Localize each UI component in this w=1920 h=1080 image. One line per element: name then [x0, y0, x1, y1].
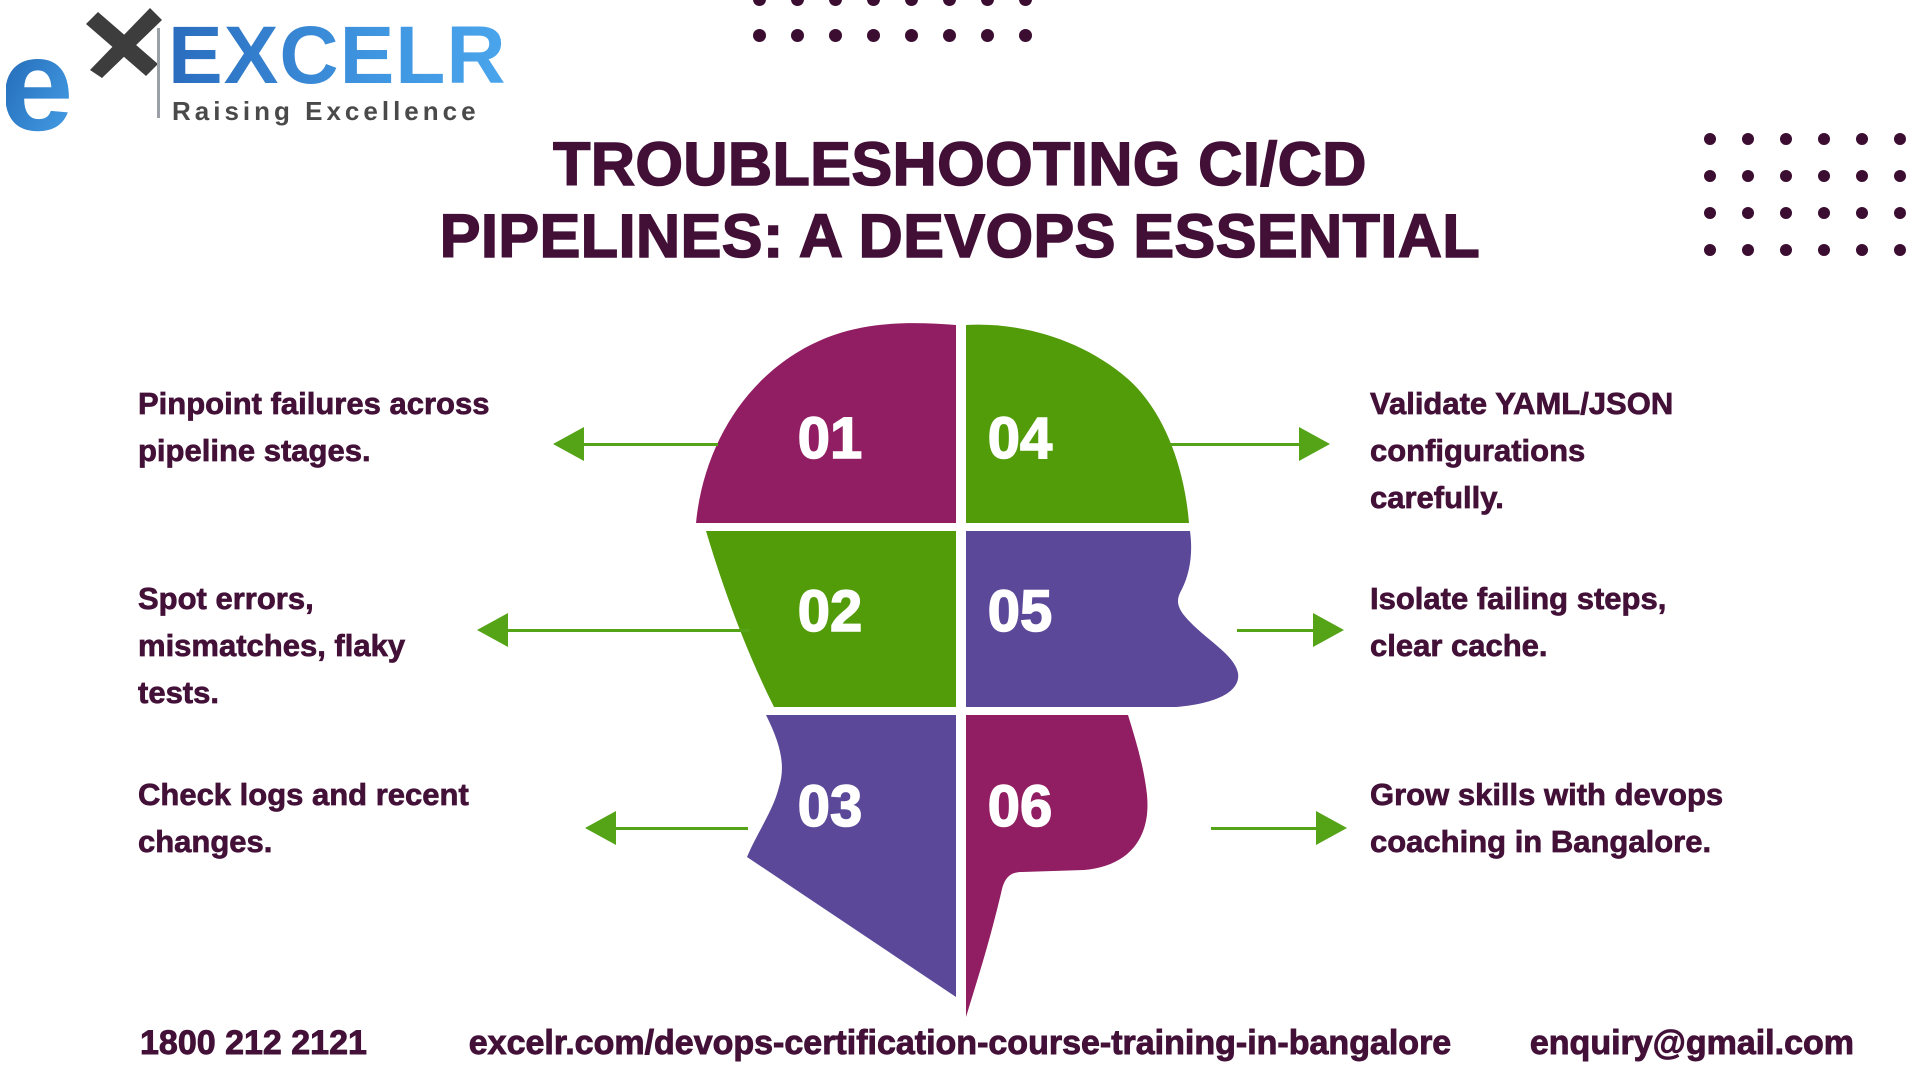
arrow-right-icon: [1211, 811, 1347, 845]
head-profile-graphic: [696, 323, 1239, 1017]
arrow-left-icon: [553, 427, 718, 461]
head-segment-03: [747, 715, 956, 997]
page-title-line2: PIPELINES: A DEVOPS ESSENTIAL: [439, 201, 1481, 271]
logo-divider: [157, 28, 160, 118]
arrow-left-icon: [477, 613, 750, 647]
head-segment-05: [966, 531, 1239, 707]
arrow-left-icon: [585, 811, 748, 845]
head-segment-02: [706, 531, 956, 707]
step-number-05: 05: [987, 579, 1053, 644]
dot-grid-right: [1704, 133, 1906, 256]
brand-name: EXCELR: [168, 10, 507, 101]
arrow-right-icon: [1170, 427, 1330, 461]
step-number-06: 06: [987, 774, 1053, 839]
step-number-01: 01: [797, 406, 863, 471]
arrow-right-icon: [1237, 613, 1344, 647]
svg-text:e: e: [6, 11, 73, 136]
excelr-logo-icon: e: [6, 8, 162, 136]
logo-x-mark: [86, 8, 162, 78]
footer-phone: 1800 212 2121: [140, 1024, 368, 1063]
note-step-05: Isolate failing steps,clear cache.: [1370, 581, 1667, 664]
dot-grid-top: [753, 0, 1032, 42]
head-segment-01: [696, 323, 956, 523]
brand-tagline: Raising Excellence: [172, 96, 480, 126]
step-number-02: 02: [797, 579, 863, 644]
footer-email: enquiry@gmail.com: [1529, 1024, 1854, 1063]
step-number-04: 04: [987, 406, 1053, 471]
footer-website: excelr.com/devops-certification-course-t…: [468, 1024, 1452, 1063]
head-segment-06: [966, 715, 1148, 1017]
page-title-line1: TROUBLESHOOTING CI/CD: [552, 129, 1367, 199]
head-segment-04: [966, 324, 1189, 523]
page-title: TROUBLESHOOTING CI/CD PIPELINES: A DEVOP…: [0, 128, 1920, 272]
step-number-03: 03: [797, 774, 863, 839]
